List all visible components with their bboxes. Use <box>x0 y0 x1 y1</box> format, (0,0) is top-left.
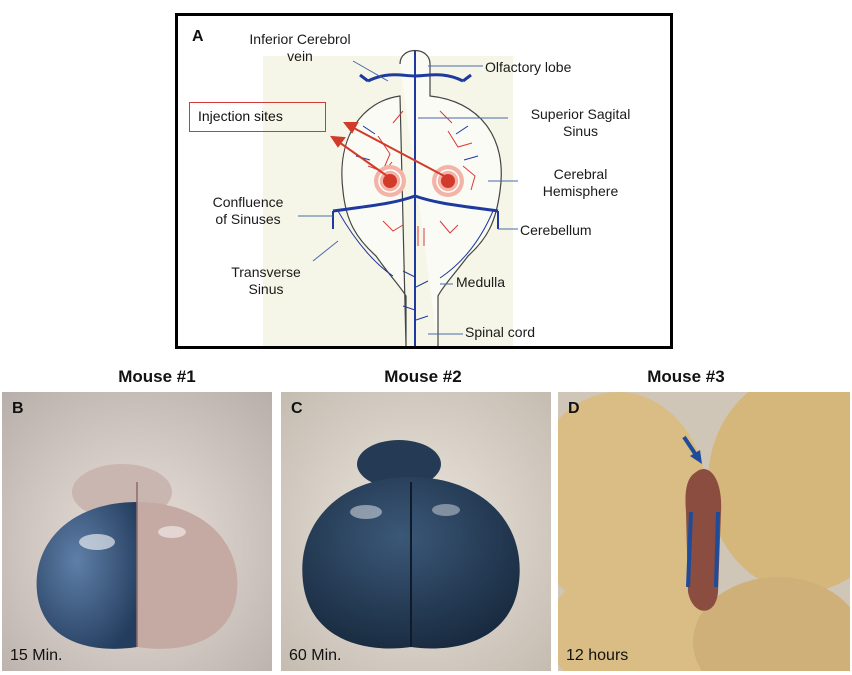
panel-c-letter: C <box>291 400 303 418</box>
photo-d-mouse-3: D 12 hours <box>558 392 850 671</box>
label-cerebral-hemisphere: Cerebral Hemisphere <box>523 166 638 200</box>
mouse-3-title: Mouse #3 <box>586 367 786 387</box>
injection-sites-box: Injection sites <box>189 102 326 132</box>
label-confluence-of-sinuses: Confluence of Sinuses <box>198 194 298 228</box>
photo-b-mouse-1: B 15 Min. <box>2 392 272 671</box>
photo-c-time: 60 Min. <box>289 647 341 665</box>
label-olfactory-lobe: Olfactory lobe <box>485 59 571 76</box>
panel-a-letter: A <box>192 28 204 46</box>
mouse-1-title: Mouse #1 <box>57 367 257 387</box>
photo-d-time: 12 hours <box>566 647 628 665</box>
mouse-2-title: Mouse #2 <box>323 367 523 387</box>
panel-a-diagram: A Inferior Cerebrol vein Olfactory lobe … <box>175 13 673 349</box>
brain-photo-12hours <box>558 392 850 671</box>
label-cerebellum: Cerebellum <box>520 222 592 239</box>
label-transverse-sinus: Transverse Sinus <box>216 264 316 298</box>
label-medulla: Medulla <box>456 274 505 291</box>
photo-c-mouse-2: C 60 Min. <box>281 392 551 671</box>
label-superior-sagittal-sinus: Superior Sagital Sinus <box>508 106 653 140</box>
injection-site-right <box>432 165 464 197</box>
label-spinal-cord: Spinal cord <box>465 324 535 341</box>
panel-d-letter: D <box>568 400 580 418</box>
brain-photo-15min <box>2 392 272 671</box>
panel-b-letter: B <box>12 400 24 418</box>
brain-photo-60min <box>281 392 551 671</box>
photo-b-time: 15 Min. <box>10 647 62 665</box>
label-inferior-cerebral-vein: Inferior Cerebrol vein <box>230 31 370 65</box>
